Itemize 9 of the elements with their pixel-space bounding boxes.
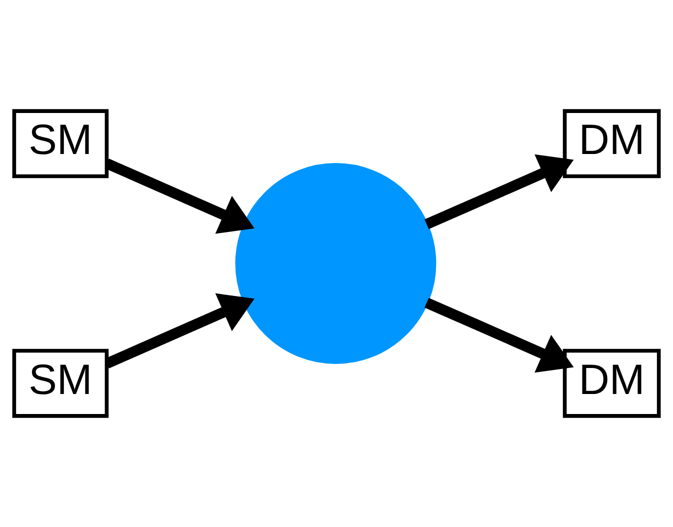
arrow xyxy=(424,298,574,373)
node-box: SM xyxy=(12,348,109,418)
node-circle xyxy=(235,163,436,364)
node-box: DM xyxy=(562,109,661,178)
node-box: SM xyxy=(12,109,109,178)
arrow xyxy=(424,154,574,230)
node-box: DM xyxy=(562,348,661,418)
arrow xyxy=(104,158,254,234)
arrow xyxy=(104,293,254,368)
